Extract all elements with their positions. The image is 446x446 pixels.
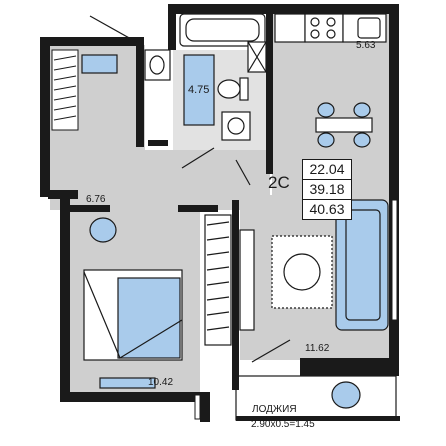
washing-machine-door — [227, 117, 245, 135]
dining-table — [315, 117, 373, 133]
dining-chair — [317, 102, 335, 118]
armchair — [89, 217, 117, 243]
wall-bath-left — [168, 4, 176, 50]
fridge — [274, 13, 306, 43]
bedside-rug — [99, 377, 156, 389]
wall-loggia-divider — [300, 358, 399, 376]
wall-left-top — [40, 37, 50, 197]
tv-stand — [239, 229, 255, 331]
wall-bath-left-inner — [136, 37, 144, 147]
loggia-rail — [235, 375, 397, 421]
bathtub-inner — [185, 18, 260, 42]
wardrobe-hatch — [206, 221, 230, 331]
sofa-seat — [345, 209, 381, 321]
walls — [40, 4, 400, 422]
wall-loggia-bottom — [236, 416, 400, 421]
burner — [326, 29, 336, 39]
loggia-dims: 2.90x0.5=1.45 — [251, 419, 315, 430]
dining-chair — [317, 132, 335, 148]
entry-door — [181, 147, 215, 169]
hall-fixtures — [81, 15, 251, 186]
kitchen-fixtures — [274, 13, 387, 148]
wall-bedroom-right — [232, 200, 239, 360]
bedroom-fixtures — [83, 214, 232, 389]
total-area: 39.18 — [302, 179, 352, 200]
living-fixtures — [239, 199, 389, 409]
bed-sheet — [83, 271, 183, 359]
burner — [326, 17, 336, 27]
window-hall-hatch — [53, 55, 77, 121]
kitchen-door — [235, 159, 251, 186]
wall-left-mid — [48, 190, 78, 199]
wall-bedroom-top2 — [178, 205, 218, 212]
apartment-type-label: 2С — [268, 173, 290, 192]
sink-basin — [149, 55, 165, 75]
burner — [310, 29, 320, 39]
bed-blanket — [117, 277, 181, 359]
bedroom-area-label: 10.42 — [148, 377, 174, 388]
coffee-table — [283, 253, 321, 291]
kitchen-area-label: 5.63 — [356, 40, 376, 51]
window-living — [391, 199, 398, 321]
windows — [51, 49, 398, 420]
bathroom-fixtures — [144, 13, 267, 141]
toilet-tank — [239, 77, 249, 101]
hall-door-swing — [89, 15, 141, 45]
kitchen-sink-basin — [357, 17, 381, 39]
living-area-total: 22.04 — [302, 159, 352, 180]
toilet-bowl — [217, 79, 241, 99]
wall-left-bottom — [60, 197, 70, 397]
living-area-label: 11.62 — [305, 343, 330, 354]
wall-bath-right — [266, 4, 273, 174]
bath-mat — [183, 54, 215, 126]
loggia-title: ЛОДЖИЯ — [252, 404, 297, 415]
wall-bath-bottom — [148, 140, 168, 146]
wall-right — [389, 4, 399, 372]
loggia-chair — [331, 381, 361, 409]
living-door — [251, 339, 291, 363]
dining-chair — [353, 132, 371, 148]
wall-bottom-bedroom — [60, 392, 210, 402]
window-bedroom — [194, 394, 201, 420]
wall-top-kitchen — [262, 4, 399, 14]
stove — [304, 13, 344, 43]
burner — [310, 17, 320, 27]
loggia-outline — [235, 375, 397, 421]
hallway-area-label: 6.76 — [86, 194, 106, 205]
wardrobe — [204, 214, 232, 346]
wall-top-bath — [170, 4, 270, 14]
dining-chair — [353, 102, 371, 118]
boiler-cross — [247, 41, 267, 73]
wall-bottom-left — [200, 392, 210, 422]
wall-bedroom-top — [70, 205, 110, 212]
wall-hall-top — [40, 37, 142, 46]
total-area-with-loggia: 40.63 — [302, 199, 352, 220]
wall-living-lower — [232, 355, 239, 390]
hall-bench — [81, 54, 118, 74]
bathroom-area-label: 4.75 — [188, 84, 210, 96]
